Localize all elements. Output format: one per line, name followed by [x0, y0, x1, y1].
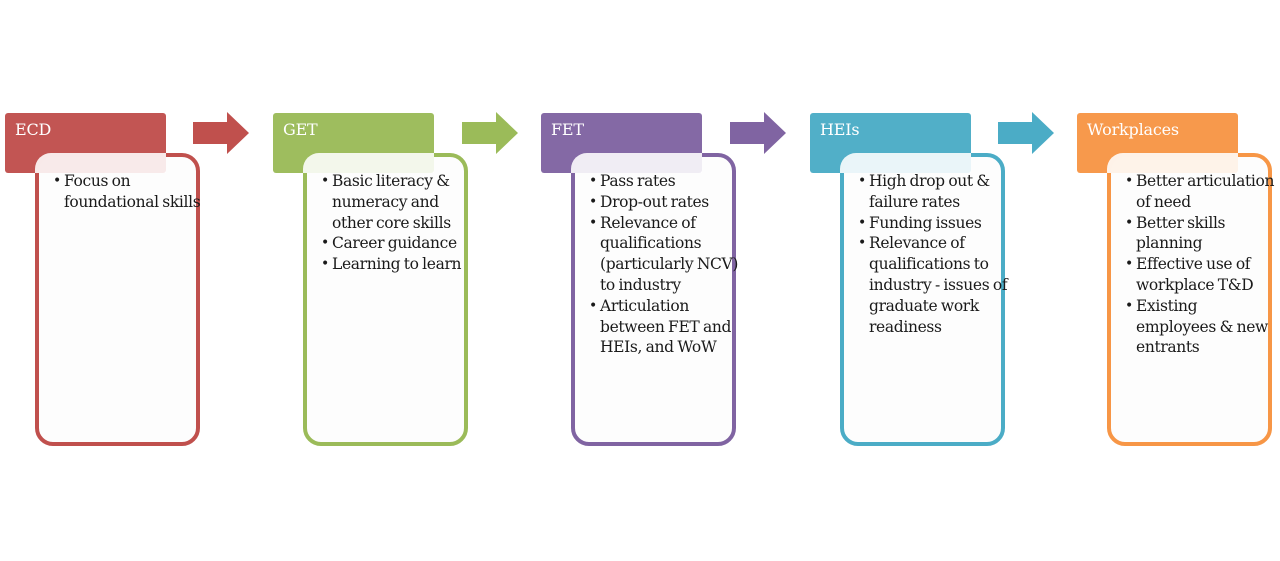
- list-item: Effective use of workplace T&D: [1125, 254, 1275, 296]
- stage-title: ECD: [15, 120, 52, 139]
- list-item: Better skills planning: [1125, 213, 1275, 255]
- arrow-right-icon: [193, 112, 249, 154]
- list-item: Relevance of qualifications (particularl…: [589, 213, 739, 296]
- list-item: Pass rates: [589, 171, 739, 192]
- stage-bullet-list: Better articulation of need Better skill…: [1125, 171, 1275, 358]
- stage-title: Workplaces: [1087, 120, 1179, 139]
- header-card-overlap: [303, 153, 434, 173]
- list-item: Learning to learn: [321, 254, 471, 275]
- list-item: Funding issues: [858, 213, 1008, 234]
- list-item: Focus on foundational skills: [53, 171, 203, 213]
- stage-title: GET: [283, 120, 318, 139]
- list-item: Drop-out rates: [589, 192, 739, 213]
- stage-bullet-list: Pass rates Drop-out rates Relevance of q…: [589, 171, 739, 358]
- header-card-overlap: [840, 153, 971, 173]
- list-item: Basic literacy & numeracy and other core…: [321, 171, 471, 233]
- stage-bullet-list: High drop out & failure rates Funding is…: [858, 171, 1008, 337]
- stage-bullet-list: Focus on foundational skills: [53, 171, 203, 213]
- stage-fet: FET Pass rates Drop-out rates Relevance …: [541, 0, 801, 561]
- header-card-overlap: [1107, 153, 1238, 173]
- stage-workplaces: Workplaces Better articulation of need B…: [1077, 0, 1280, 561]
- list-item: High drop out & failure rates: [858, 171, 1008, 213]
- list-item: Career guidance: [321, 233, 471, 254]
- stage-title: HEIs: [820, 120, 860, 139]
- list-item: Existing employees & new entrants: [1125, 296, 1275, 358]
- header-card-overlap: [571, 153, 702, 173]
- list-item: Articulation between FET and HEIs, and W…: [589, 296, 739, 358]
- stage-title: FET: [551, 120, 584, 139]
- stage-bullet-list: Basic literacy & numeracy and other core…: [321, 171, 471, 275]
- arrow-right-icon: [998, 112, 1054, 154]
- stage-heis: HEIs High drop out & failure rates Fundi…: [810, 0, 1070, 561]
- arrow-right-icon: [730, 112, 786, 154]
- stage-ecd: ECD Focus on foundational skills: [5, 0, 265, 561]
- header-card-overlap: [35, 153, 166, 173]
- list-item: Better articulation of need: [1125, 171, 1275, 213]
- arrow-right-icon: [462, 112, 518, 154]
- stage-get: GET Basic literacy & numeracy and other …: [273, 0, 533, 561]
- list-item: Relevance of qualifications to industry …: [858, 233, 1008, 337]
